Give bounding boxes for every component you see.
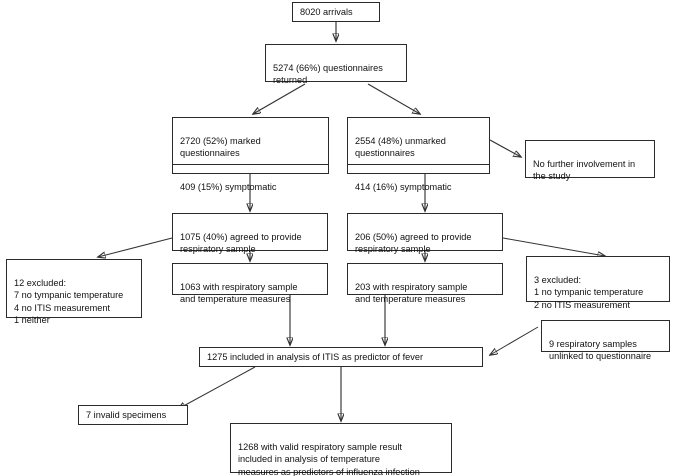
node-unmarked-questionnaires[interactable]: 2554 (48%) unmarked questionnaires 414 (… — [347, 117, 490, 192]
node-marked-agreed-text: 1075 (40%) agreed to provide respiratory… — [180, 231, 302, 255]
edge-unmarked-to-no-involvement — [489, 139, 521, 157]
node-questionnaires-returned-text: 5274 (66%) questionnaires returned — [273, 62, 383, 86]
node-unmarked-agreed[interactable]: 206 (50%) agreed to provide respiratory … — [347, 213, 503, 254]
node-marked-questionnaires-symptomatic: 409 (15%) symptomatic — [180, 182, 277, 192]
node-excluded-left[interactable]: 12 excluded: 7 no tympanic temperature 4… — [6, 259, 142, 325]
node-itis-analysis-text: 1275 included in analysis of ITIS as pre… — [207, 351, 424, 362]
node-itis-analysis[interactable]: 1275 included in analysis of ITIS as pre… — [199, 347, 483, 367]
node-valid-sample-analysis-text: 1268 with valid respiratory sample resul… — [238, 441, 420, 476]
node-questionnaires-returned[interactable]: 5274 (66%) questionnaires returned — [265, 44, 407, 85]
edge-marked-agreed-to-excluded-left — [98, 237, 173, 257]
node-unmarked-with-sample-text: 203 with respiratory sample and temperat… — [355, 281, 468, 305]
node-marked-with-sample[interactable]: 1063 with respiratory sample and tempera… — [172, 263, 328, 304]
node-invalid-specimens-text: 7 invalid specimens — [86, 409, 167, 420]
edge-itis-to-invalid — [178, 366, 256, 409]
edge-unmarked-agreed-to-excluded-right — [502, 237, 605, 256]
node-unmarked-questionnaires-symptomatic: 414 (16%) symptomatic — [355, 182, 452, 192]
node-unlinked-samples-text: 9 respiratory samples unlinked to questi… — [549, 338, 652, 362]
node-valid-sample-analysis[interactable]: 1268 with valid respiratory sample resul… — [230, 423, 452, 476]
node-unlinked-samples[interactable]: 9 respiratory samples unlinked to questi… — [541, 320, 670, 361]
node-marked-questionnaires-count: 2720 (52%) marked questionnaires — [173, 131, 328, 165]
node-excluded-right[interactable]: 3 excluded: 1 no tympanic temperature 2 … — [526, 256, 670, 310]
node-marked-agreed[interactable]: 1075 (40%) agreed to provide respiratory… — [172, 213, 328, 254]
node-unmarked-questionnaires-count: 2554 (48%) unmarked questionnaires — [348, 131, 489, 165]
edge-unlinked-to-itis — [490, 326, 539, 355]
node-marked-with-sample-text: 1063 with respiratory sample and tempera… — [180, 281, 298, 305]
node-no-further-involvement[interactable]: No further involvement in the study — [525, 140, 655, 181]
node-excluded-left-text: 12 excluded: 7 no tympanic temperature 4… — [14, 277, 124, 326]
node-marked-questionnaires[interactable]: 2720 (52%) marked questionnaires 409 (15… — [172, 117, 329, 192]
node-arrivals[interactable]: 8020 arrivals — [292, 2, 380, 22]
node-no-further-involvement-text: No further involvement in the study — [533, 158, 636, 182]
node-invalid-specimens[interactable]: 7 invalid specimens — [78, 405, 188, 425]
node-unmarked-with-sample[interactable]: 203 with respiratory sample and temperat… — [347, 263, 503, 304]
node-arrivals-text: 8020 arrivals — [300, 6, 353, 17]
node-unmarked-agreed-text: 206 (50%) agreed to provide respiratory … — [355, 231, 472, 255]
node-excluded-right-text: 3 excluded: 1 no tympanic temperature 2 … — [534, 274, 644, 310]
